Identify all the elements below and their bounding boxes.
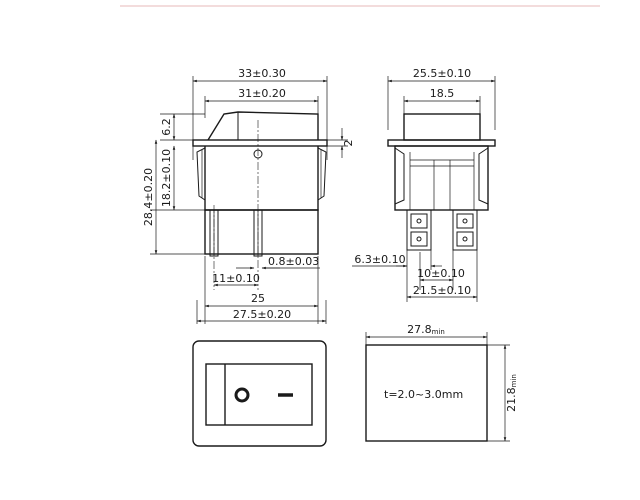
dim-11: 11±0.10	[212, 272, 260, 285]
rocker-face	[205, 363, 313, 426]
dim-31: 31±0.20	[238, 87, 286, 100]
dim-28-4: 28.4±0.20	[142, 168, 155, 226]
cutout-height: 21.8min	[505, 374, 518, 412]
terminal-pair-left	[406, 209, 432, 251]
panel-thickness: t=2.0~3.0mm	[384, 388, 463, 401]
dim-18-2: 18.2±0.10	[160, 149, 173, 207]
side-view: 25.5±0.10 18.5	[352, 67, 496, 302]
cutout-width: 27.8min	[407, 323, 445, 336]
rocker-button	[207, 111, 319, 141]
top-view	[192, 340, 327, 447]
panel-cutout	[365, 344, 488, 442]
dim-25: 25	[251, 292, 265, 305]
dim-6-2: 6.2	[160, 118, 173, 136]
dim-21-5: 21.5±0.10	[413, 284, 471, 297]
terminal-pair-right	[452, 209, 478, 251]
front-view: 33±0.30 31±0.20 6.2	[142, 67, 355, 324]
off-symbol-icon	[234, 387, 250, 403]
dim-18-5: 18.5	[430, 87, 455, 100]
dim-33: 33±0.30	[238, 67, 286, 80]
dim-0-8: 0.8±0.03	[268, 255, 319, 268]
cutout-view: 27.8min t=2.0~3.0mm 21.8min	[365, 323, 518, 442]
dim-6-3: 6.3±0.10	[354, 253, 405, 266]
dim-2: 2	[342, 140, 355, 147]
dim-10: 10±0.10	[417, 267, 465, 280]
bezel-outline	[192, 340, 327, 447]
dim-27-5: 27.5±0.20	[233, 308, 291, 321]
dim-25-5: 25.5±0.10	[413, 67, 471, 80]
